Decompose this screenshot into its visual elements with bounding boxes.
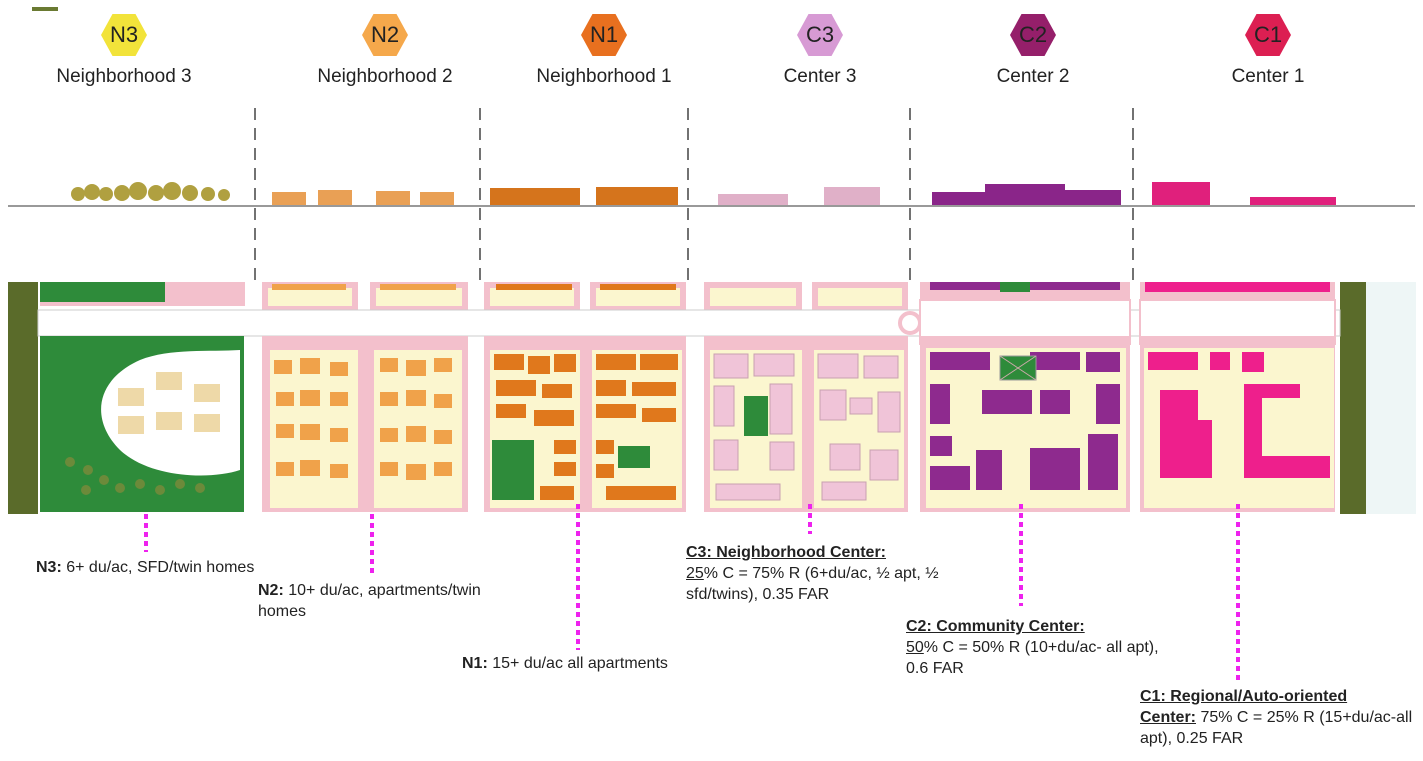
hex-badge-n3: N3 bbox=[101, 14, 147, 56]
hex-badge-c1: C1 bbox=[1245, 14, 1291, 56]
note-c1-title: C1: Regional/Auto-oriented bbox=[1140, 688, 1348, 705]
zone-n2: N2 Neighborhood 2 bbox=[285, 14, 485, 88]
note-c1: C1: Regional/Auto-oriented Center: 75% C… bbox=[1140, 686, 1416, 749]
street-section bbox=[8, 182, 1415, 207]
hex-badge-c2: C2 bbox=[1010, 14, 1056, 56]
right-buffer bbox=[1340, 282, 1366, 514]
hex-badge-n1: N1 bbox=[581, 14, 627, 56]
note-c2: C2: Community Center: 50% C = 50% R (10+… bbox=[906, 616, 1176, 679]
note-n1-code: N1: bbox=[462, 655, 488, 672]
note-c3: C3: Neighborhood Center: 25% C = 75% R (… bbox=[686, 542, 946, 605]
c2-buildings bbox=[930, 352, 1120, 490]
hex-badge-n2: N2 bbox=[362, 14, 408, 56]
note-c3-text: % C = 75% R (6+du/ac, ½ apt, ½ sfd/twins… bbox=[686, 565, 939, 603]
n3-houses bbox=[118, 372, 220, 434]
zone-n3: N3 Neighborhood 3 bbox=[24, 14, 224, 88]
note-n3-code: N3: bbox=[36, 559, 62, 576]
zone-label-c2: Center 2 bbox=[996, 66, 1070, 87]
note-c2-title: C2: Community Center: bbox=[906, 618, 1085, 635]
note-n3-text: 6+ du/ac, SFD/twin homes bbox=[61, 559, 255, 576]
note-n1-text: 15+ du/ac all apartments bbox=[487, 655, 668, 672]
note-c2-text: % C = 50% R (10+du/ac- all apt), 0.6 FAR bbox=[906, 639, 1159, 677]
note-c2-pct: 50 bbox=[906, 639, 924, 656]
zone-c2: C2 Center 2 bbox=[933, 14, 1133, 88]
c2-section-buildings bbox=[932, 184, 1121, 205]
n1-park-east bbox=[618, 446, 650, 468]
n1-buildings bbox=[494, 354, 678, 500]
zone-n1: N1 Neighborhood 1 bbox=[504, 14, 704, 88]
note-c1-title2: Center: bbox=[1140, 709, 1197, 726]
c3-section-buildings bbox=[718, 187, 880, 205]
note-n1: N1: 15+ du/ac all apartments bbox=[462, 653, 762, 674]
c3-buildings bbox=[713, 353, 901, 501]
left-buffer bbox=[8, 282, 38, 514]
note-n2-text: 10+ du/ac, apartments/twin homes bbox=[258, 582, 481, 620]
n2-section-buildings bbox=[272, 190, 454, 205]
zone-label-n2: Neighborhood 2 bbox=[317, 66, 453, 87]
zone-label-c1: Center 1 bbox=[1231, 66, 1305, 87]
site-plan bbox=[8, 282, 1416, 514]
zone-c1: C1 Center 1 bbox=[1168, 14, 1368, 88]
zone-dividers bbox=[254, 108, 1134, 280]
c1-section-buildings bbox=[1152, 182, 1336, 205]
note-n2: N2: 10+ du/ac, apartments/twin homes bbox=[258, 580, 498, 622]
note-n3: N3: 6+ du/ac, SFD/twin homes bbox=[36, 557, 276, 578]
roundabout bbox=[898, 311, 922, 335]
n1-park-west bbox=[492, 440, 534, 500]
c3-plaza bbox=[744, 396, 768, 436]
n2-houses bbox=[274, 358, 452, 480]
zone-label-n1: Neighborhood 1 bbox=[536, 66, 672, 87]
n3-trees-plan bbox=[65, 457, 205, 495]
note-markers bbox=[144, 504, 1240, 680]
zone-label-n3: Neighborhood 3 bbox=[56, 66, 192, 87]
zone-label-c3: Center 3 bbox=[783, 66, 857, 87]
note-c1-text: 75% C = 25% R (15+du/ac-all apt), 0.25 F… bbox=[1140, 709, 1413, 747]
zone-c3: C3 Center 3 bbox=[720, 14, 920, 88]
c1-buildings bbox=[1148, 352, 1330, 478]
note-n2-code: N2: bbox=[258, 582, 284, 599]
n3-trees bbox=[71, 182, 230, 201]
hex-badge-c3: C3 bbox=[797, 14, 843, 56]
n1-section-buildings bbox=[490, 187, 678, 205]
corner-mark bbox=[32, 7, 58, 11]
note-c3-pct: 25 bbox=[686, 565, 704, 582]
note-c3-title: C3: Neighborhood Center: bbox=[686, 544, 886, 561]
